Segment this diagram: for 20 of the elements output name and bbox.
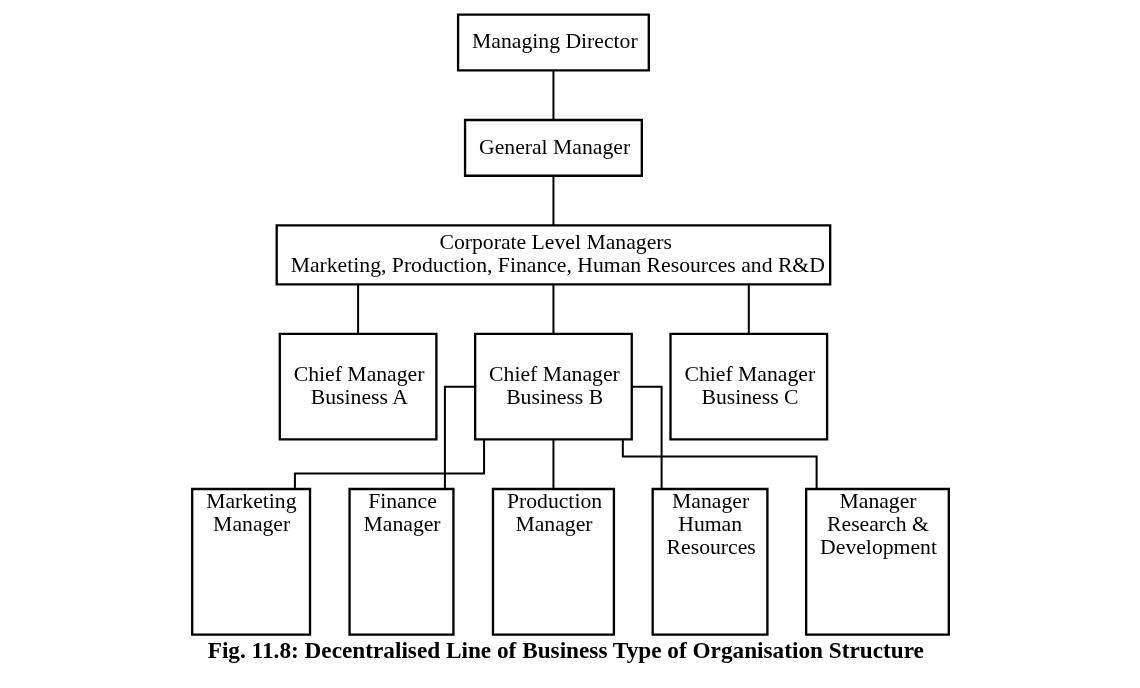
node-box: Finance Manager (347, 487, 455, 636)
node-box: Chief Manager Business A (278, 332, 438, 441)
connector (551, 284, 554, 334)
node-box: Manager Research & Development (804, 487, 950, 636)
caption: Fig. 11.8: Decentralised Line of Business Type of Organisation Structure (207, 636, 924, 663)
connector (551, 70, 554, 120)
node-box: Chief Manager Business B (473, 332, 633, 441)
node-box: Marketing Manager (190, 487, 311, 636)
connector (356, 284, 359, 334)
connector (747, 284, 750, 334)
node-box: General Manager (463, 118, 643, 177)
node-box: Manager Human Resources (651, 487, 769, 636)
connector (551, 176, 554, 226)
node-box: Corporate Level Managers Marketing, Production, Finance, Human Resources and R&D (275, 224, 831, 286)
connector (631, 385, 663, 489)
node-box: Managing Director (456, 13, 650, 72)
connector (443, 385, 475, 489)
connector (551, 439, 554, 489)
node-box: Chief Manager Business C (668, 332, 828, 441)
node-box: Production Manager (491, 487, 615, 636)
